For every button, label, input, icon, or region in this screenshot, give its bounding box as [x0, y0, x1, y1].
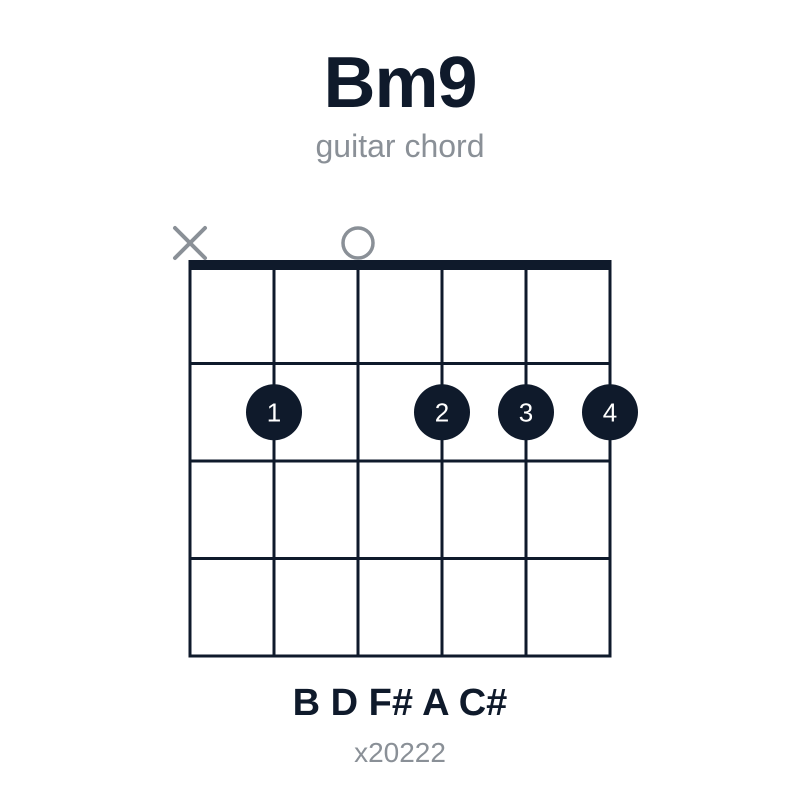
finger-dot — [246, 384, 302, 441]
open-string-icon — [341, 226, 375, 260]
finger-dot — [414, 384, 470, 441]
finger-number: 4 — [603, 397, 617, 427]
finger-dot — [582, 384, 638, 441]
chord-notes: B D F# A C# — [292, 682, 508, 724]
nut — [188, 260, 612, 270]
finger-number: 2 — [435, 397, 449, 427]
muted-string-icon — [173, 226, 207, 260]
chord-fingering-code: x20222 — [354, 737, 446, 768]
chord-name: Bm9 — [323, 43, 477, 123]
finger-number: 3 — [519, 397, 533, 427]
chord-subtitle: guitar chord — [315, 128, 485, 164]
finger-dot — [498, 384, 554, 441]
finger-number: 1 — [267, 397, 281, 427]
